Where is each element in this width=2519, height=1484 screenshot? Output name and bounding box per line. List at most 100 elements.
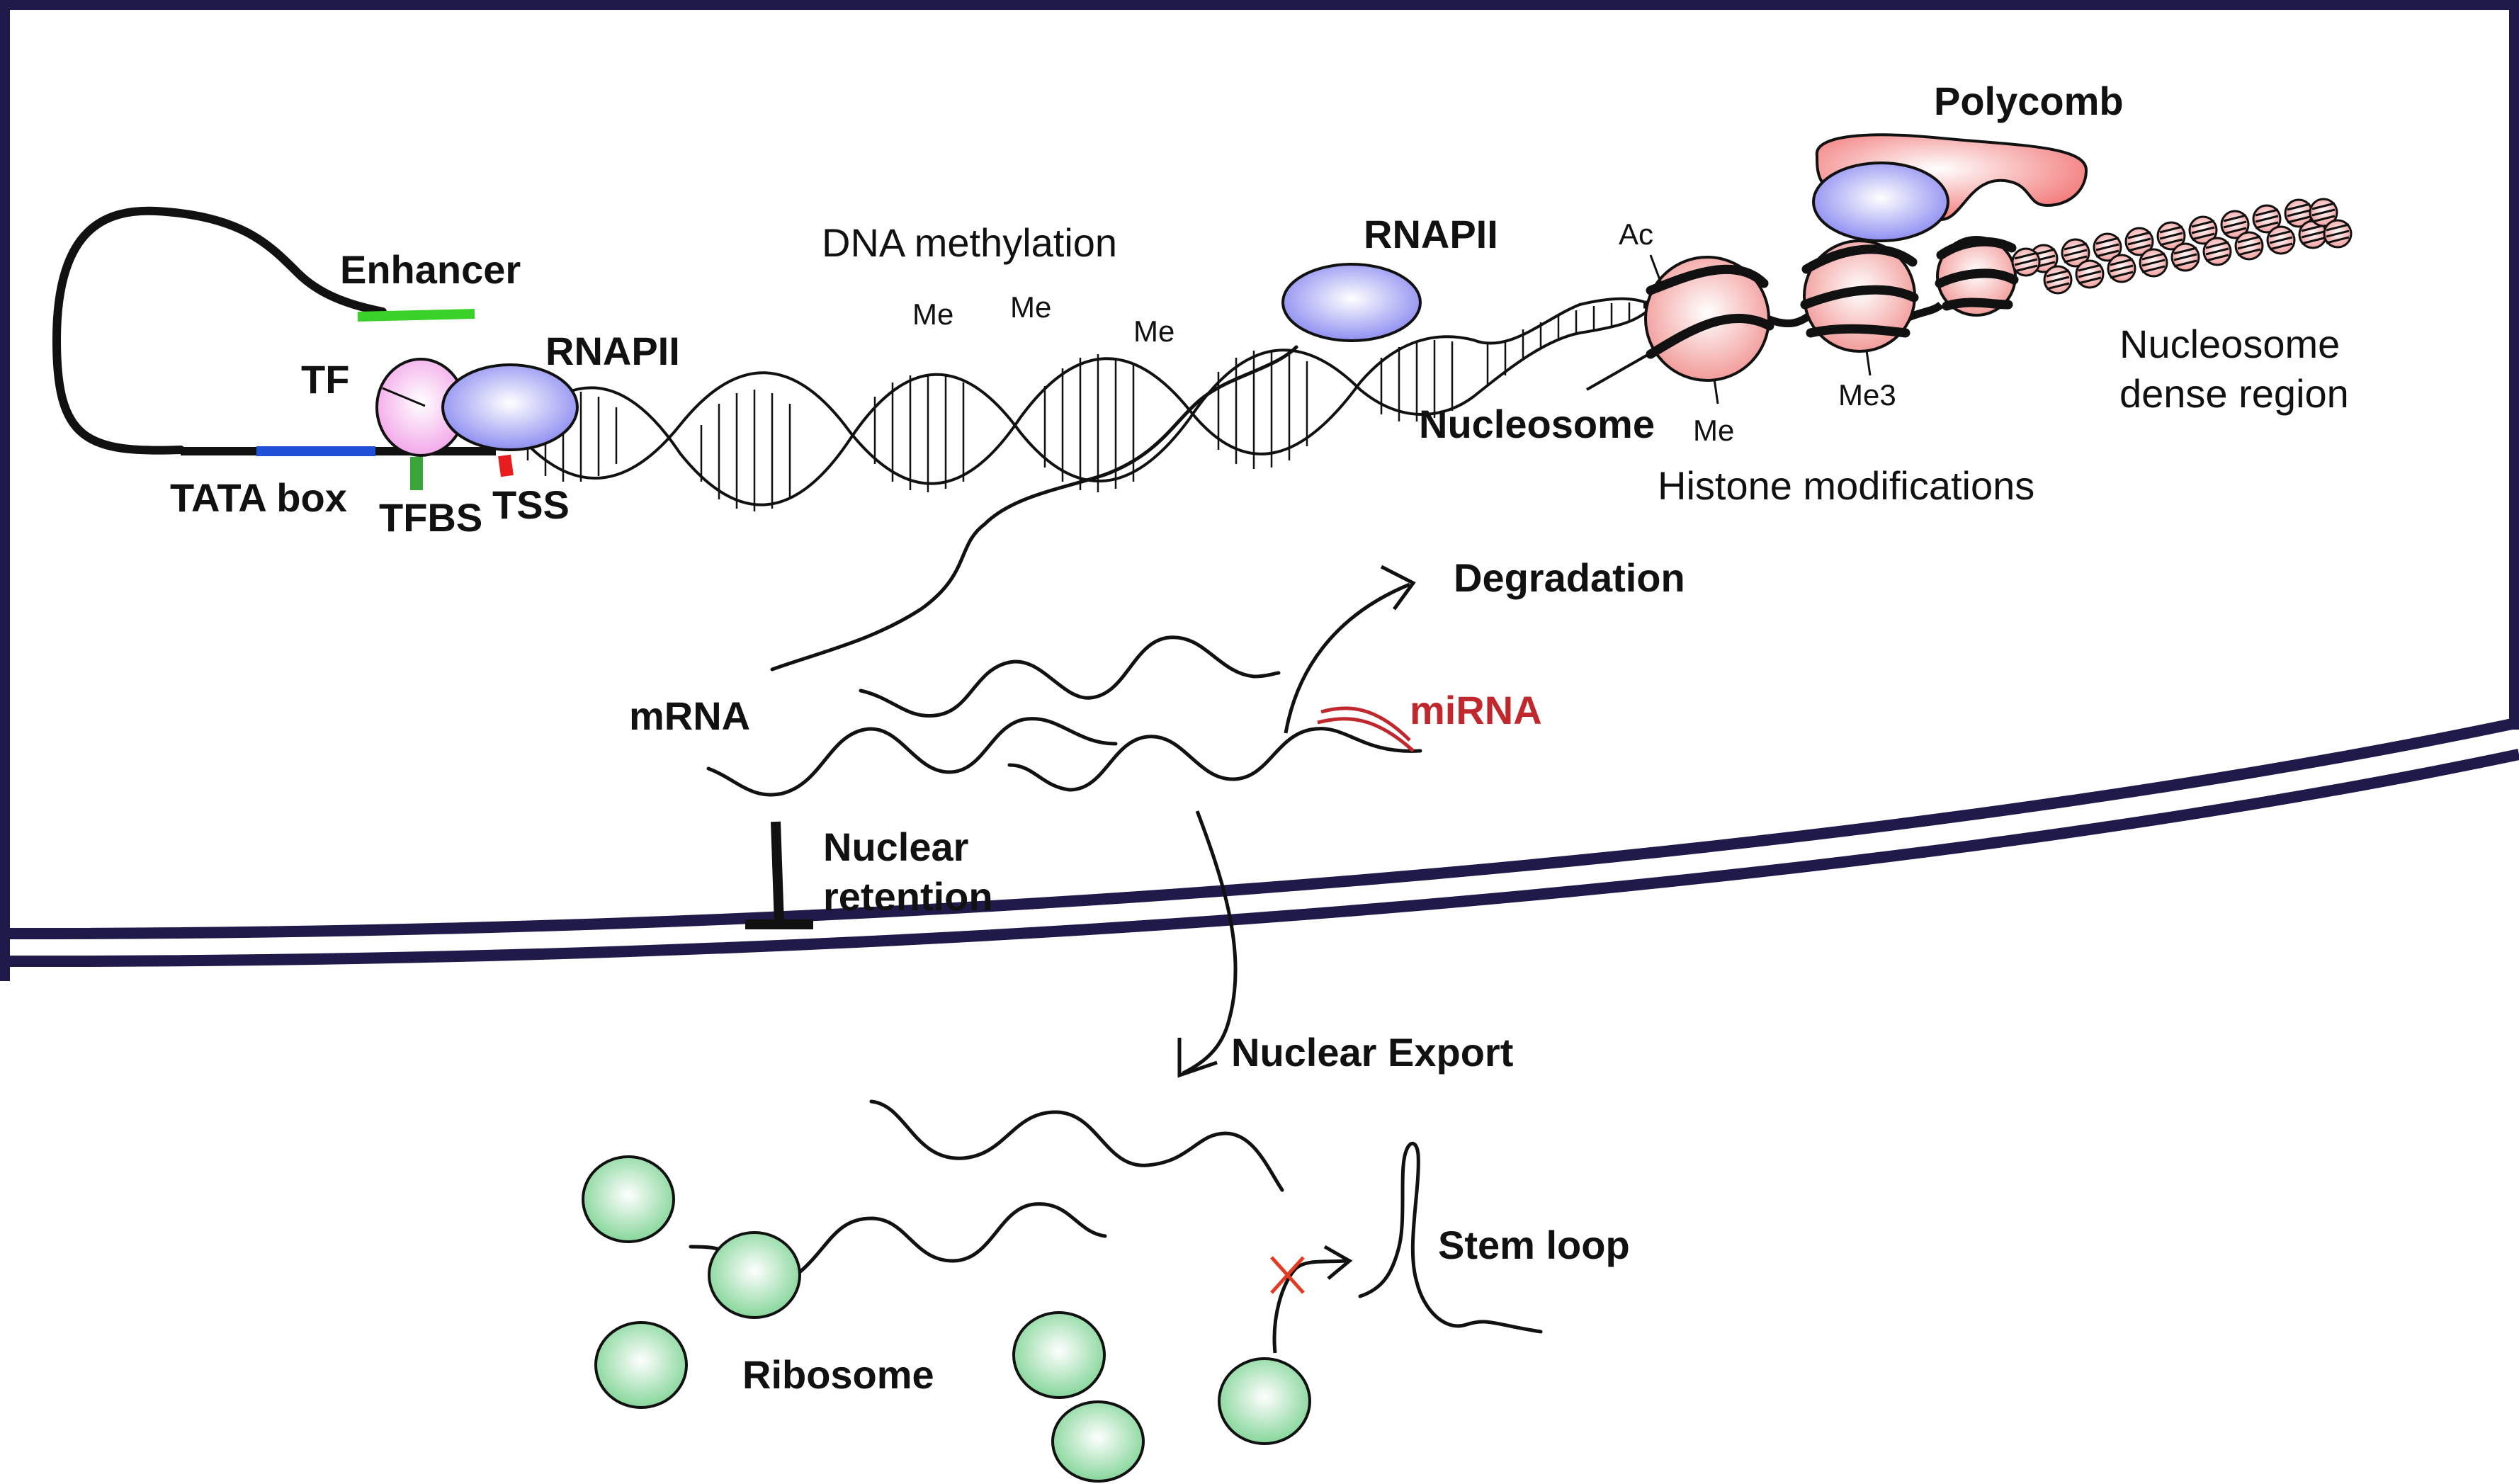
enhancer-segment <box>357 309 475 322</box>
label-enhancer: Enhancer <box>340 247 521 292</box>
dense-nucleosome-wrap <box>2046 269 2070 278</box>
dense-nucleosome-wrap <box>2237 248 2261 256</box>
dense-nucleosome-wrap <box>2141 259 2166 267</box>
nucleosome-small <box>1935 236 2019 317</box>
label-polycomb: Polycomb <box>1934 79 2124 123</box>
dense-nucleosome-wrap <box>2287 209 2311 217</box>
dense-nucleosome-wrap <box>2255 215 2279 223</box>
dense-nucleosome-wrap <box>2141 265 2166 273</box>
dense-nucleosome-wrap <box>2255 221 2279 230</box>
dense-nucleosome-wrap <box>2141 252 2166 261</box>
dense-nucleosome-wrap <box>2159 238 2183 247</box>
nuclear-export-arrow <box>1177 810 1238 1078</box>
dense-nucleosome-wrap <box>2205 254 2229 262</box>
dense-nucleosome-wrap <box>2287 215 2311 224</box>
dense-nucleosome-wrap <box>2159 232 2183 240</box>
label-tss: TSS <box>492 482 570 527</box>
dense-nucleosome-wrap <box>2173 247 2197 255</box>
label-tfbs: TFBS <box>379 495 482 540</box>
dense-nucleosome-wrap <box>2223 227 2247 235</box>
label-tf: TF <box>301 357 349 402</box>
label-nucleosome-dense-1: Nucleosome <box>2119 322 2340 366</box>
dna-double-helix <box>509 297 1652 511</box>
label-mrna: mRNA <box>629 693 750 738</box>
dense-nucleosome-wrap <box>2014 251 2038 260</box>
me3-pointer <box>1865 350 1872 376</box>
label-rnapii-right: RNAPII <box>1364 212 1498 256</box>
label-degradation: Degradation <box>1454 555 1685 600</box>
dense-nucleosome-wrap <box>2173 259 2197 268</box>
ribosome <box>1218 1357 1311 1445</box>
dense-nucleosome-wrap <box>2064 255 2088 264</box>
dense-nucleosome-wrap <box>2191 226 2215 234</box>
dense-nucleosome-wrap <box>2301 230 2325 239</box>
mrna-strands-nucleus <box>706 635 1422 797</box>
dense-nucleosome-wrap <box>2078 270 2102 278</box>
dense-nucleosome-wrap <box>2078 276 2102 285</box>
label-nuclear-retention-2: retention <box>823 874 993 919</box>
nucleosome-pointer <box>1586 332 1687 391</box>
dense-nucleosome-wrap <box>2269 230 2293 238</box>
label-me3: Me3 <box>1838 378 1896 412</box>
dense-nucleosome-wrap <box>2095 249 2119 258</box>
dense-nucleosome-wrap <box>2110 264 2134 273</box>
dense-nucleosome-wrap <box>2191 232 2215 241</box>
label-nucleosome-dense-2: dense region <box>2119 371 2349 416</box>
dense-nucleosome-wrap <box>2078 264 2102 272</box>
dense-nucleosome-wrap <box>2110 258 2134 266</box>
dense-nucleosome-wrap <box>2301 237 2325 245</box>
dense-nucleosome-wrap <box>2269 242 2293 251</box>
nuclear-envelope <box>0 717 2519 968</box>
dense-nucleosome-wrap <box>2326 223 2350 232</box>
dense-nucleosome-wrap <box>2287 203 2311 211</box>
tf-leader-line <box>382 387 426 407</box>
label-nucleosome: Nucleosome <box>1419 402 1655 446</box>
ac-pointer <box>1649 254 1663 284</box>
dense-nucleosome-wrap <box>2127 244 2151 252</box>
label-rnapii-left: RNAPII <box>545 329 680 373</box>
label-mirna: miRNA <box>1410 688 1542 732</box>
label-me-1: Me <box>912 298 953 331</box>
label-dna-methylation: DNA methylation <box>822 220 1117 265</box>
label-tata-box: TATA box <box>170 475 347 520</box>
ribosome <box>1012 1311 1106 1399</box>
dense-nucleosome-wrap <box>2237 242 2261 250</box>
dense-nucleosome-wrap <box>2095 243 2119 251</box>
cell-boundary <box>0 0 2519 981</box>
label-me-3: Me <box>1133 315 1174 348</box>
ribosome <box>594 1321 688 1409</box>
mirna-strand <box>1317 706 1415 752</box>
degradation-arrow <box>1284 565 1416 734</box>
ribosome <box>582 1155 675 1243</box>
dense-nucleosome-wrap <box>2237 235 2261 244</box>
dense-nucleosome-wrap <box>2046 276 2070 284</box>
dense-nucleosome-wrap <box>2173 253 2197 261</box>
ribosomes <box>582 1155 1311 1483</box>
dense-nucleosome-wrap <box>2046 282 2070 290</box>
dense-nucleosome-wrap <box>2311 215 2336 223</box>
rnapii-elongating <box>1281 263 1422 342</box>
blocked-translation-arrow <box>1272 1245 1353 1354</box>
dense-nucleosome-wrap <box>2255 208 2279 217</box>
dense-nucleosome-wrap <box>2223 220 2247 229</box>
red-x-icon <box>1270 1256 1305 1294</box>
nascent-mrna <box>770 345 1298 672</box>
dense-nucleosome-wrap <box>2269 236 2293 244</box>
dense-nucleosome-wrap <box>2311 202 2336 210</box>
me-pointer <box>1713 378 1719 404</box>
label-ac: Ac <box>1619 217 1653 251</box>
dense-nucleosome-wrap <box>2159 225 2183 234</box>
dense-nucleosome-wrap <box>2110 271 2134 279</box>
polycomb-complex <box>1812 133 2088 242</box>
label-nuclear-export: Nuclear Export <box>1231 1030 1513 1075</box>
dense-nucleosome-wrap <box>2064 242 2088 251</box>
inhibition-bar-icon <box>745 821 813 929</box>
dense-nucleosome-wrap <box>2095 237 2119 245</box>
label-histone-modifications: Histone modifications <box>1658 463 2034 508</box>
dense-nucleosome-wrap <box>2014 258 2038 266</box>
tss-marker <box>498 454 514 477</box>
dense-nucleosome-wrap <box>2223 214 2247 222</box>
stem-loop <box>1358 1141 1543 1334</box>
dense-nucleosome-wrap <box>2326 230 2350 238</box>
